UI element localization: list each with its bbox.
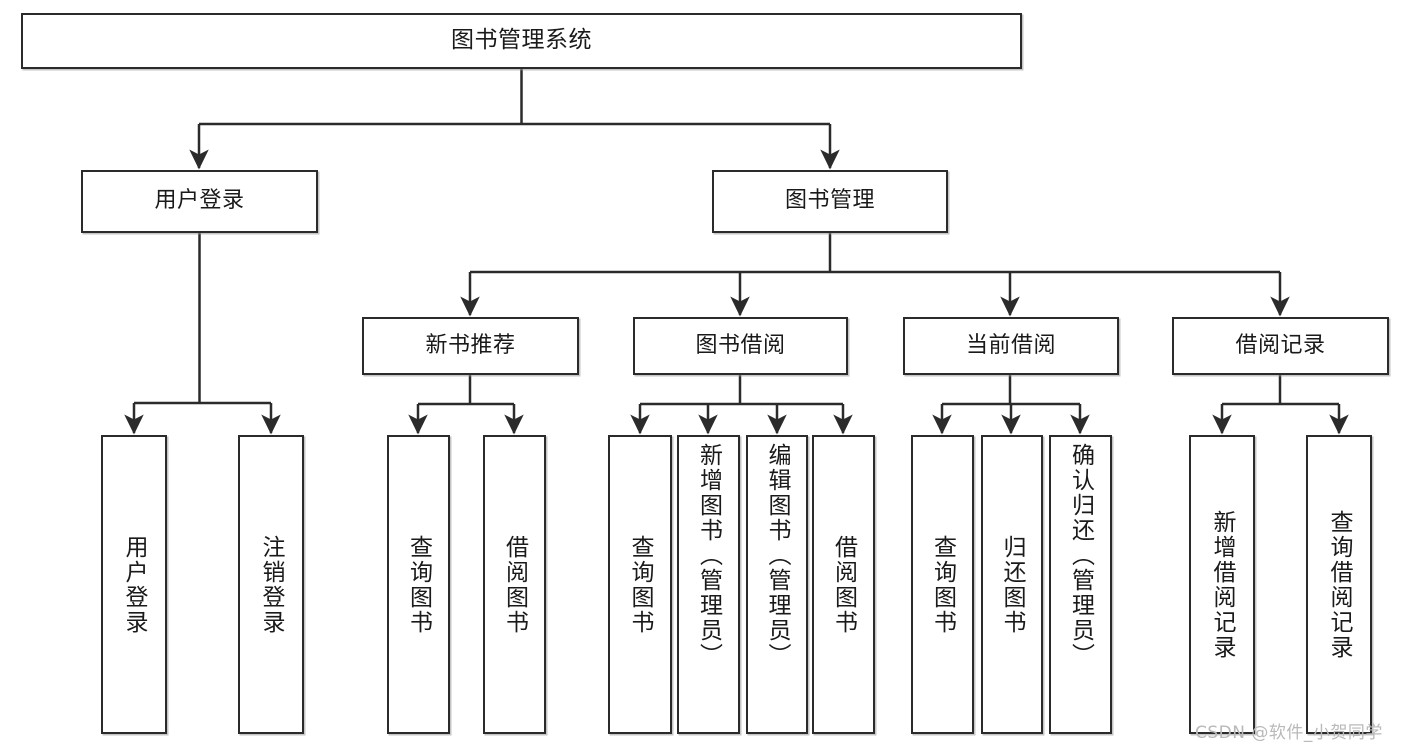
node-leaf-edit-book-admin-label: 编辑图书（管理员）: [764, 443, 791, 668]
node-leaf-add-borrow-record[interactable]: 新增借阅记录: [1189, 435, 1255, 734]
node-new-book-recommend[interactable]: 新书推荐: [362, 317, 579, 375]
node-leaf-query-borrow-record-label: 查询借阅记录: [1326, 509, 1353, 660]
node-leaf-query-book-cur[interactable]: 查询图书: [911, 435, 974, 734]
node-root-system-label: 图书管理系统: [451, 27, 592, 54]
node-leaf-user-login-label: 用户登录: [121, 534, 148, 635]
node-leaf-user-login[interactable]: 用户登录: [101, 435, 167, 734]
node-leaf-logout-login[interactable]: 注销登录: [238, 435, 304, 734]
node-leaf-query-borrow-record[interactable]: 查询借阅记录: [1306, 435, 1372, 734]
csdn-watermark: CSDN @软件_小贺同学: [1195, 723, 1383, 743]
node-borrow-record[interactable]: 借阅记录: [1172, 317, 1389, 375]
node-leaf-query-book-rec[interactable]: 查询图书: [387, 435, 450, 734]
node-current-borrow[interactable]: 当前借阅: [903, 317, 1119, 375]
node-user-login-label: 用户登录: [154, 188, 245, 214]
node-leaf-borrow-book-bor-label: 借阅图书: [830, 534, 857, 635]
node-leaf-add-book-admin-label: 新增图书（管理员）: [695, 443, 722, 668]
node-leaf-borrow-book-bor[interactable]: 借阅图书: [812, 435, 875, 734]
node-leaf-query-book-rec-label: 查询图书: [405, 534, 432, 635]
node-leaf-query-book-bor[interactable]: 查询图书: [608, 435, 672, 734]
node-leaf-return-book-label: 归还图书: [999, 534, 1026, 635]
node-leaf-add-borrow-record-label: 新增借阅记录: [1209, 509, 1236, 660]
node-root-system[interactable]: 图书管理系统: [21, 13, 1022, 69]
node-book-management-label: 图书管理: [784, 188, 875, 214]
node-borrow-record-label: 借阅记录: [1235, 332, 1326, 358]
node-leaf-add-book-admin[interactable]: 新增图书（管理员）: [677, 435, 740, 734]
node-new-book-recommend-label: 新书推荐: [425, 332, 516, 358]
node-leaf-confirm-return[interactable]: 确认归还（管理员）: [1049, 435, 1112, 734]
node-leaf-borrow-book-rec[interactable]: 借阅图书: [483, 435, 546, 734]
node-leaf-borrow-book-rec-label: 借阅图书: [501, 534, 528, 635]
node-leaf-edit-book-admin[interactable]: 编辑图书（管理员）: [746, 435, 808, 734]
node-book-borrow[interactable]: 图书借阅: [633, 317, 848, 375]
node-leaf-confirm-return-label: 确认归还（管理员）: [1067, 443, 1094, 668]
node-book-management[interactable]: 图书管理: [712, 170, 948, 233]
node-leaf-query-book-cur-label: 查询图书: [929, 534, 956, 635]
node-user-login[interactable]: 用户登录: [81, 170, 318, 233]
node-book-borrow-label: 图书借阅: [695, 332, 786, 358]
node-leaf-logout-login-label: 注销登录: [258, 534, 285, 635]
node-leaf-query-book-bor-label: 查询图书: [627, 534, 654, 635]
node-leaf-return-book[interactable]: 归还图书: [981, 435, 1043, 734]
node-current-borrow-label: 当前借阅: [965, 332, 1056, 358]
